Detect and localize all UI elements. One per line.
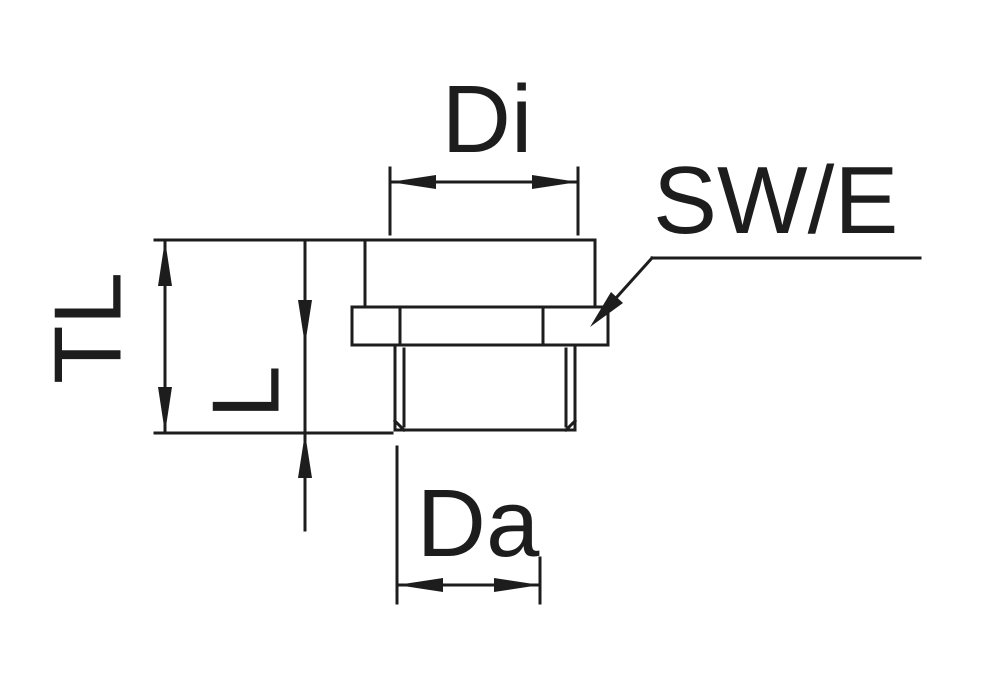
l-dimension: L <box>192 238 312 532</box>
l-arrowhead-bottom-icon <box>298 433 312 478</box>
hex-flange-rect <box>350 305 610 347</box>
l-arrowhead-top-icon <box>298 300 312 345</box>
fitting-outline <box>350 238 610 433</box>
tl-label: TL <box>34 272 141 384</box>
di-dimension: Di <box>388 66 580 236</box>
tl-arrowhead-bottom-icon <box>158 387 172 433</box>
l-label: L <box>192 365 299 418</box>
swe-label: SW/E <box>653 147 898 254</box>
swe-callout: SW/E <box>590 147 922 327</box>
swe-arrowhead-icon <box>590 292 623 327</box>
stem-chamfer-left-line <box>392 418 407 433</box>
stem-chamfer-right-line <box>563 418 578 433</box>
da-label: Da <box>417 470 540 577</box>
di-arrowhead-left-icon <box>390 175 436 189</box>
tl-dimension: TL <box>34 238 394 435</box>
da-arrowhead-right-icon <box>494 578 540 592</box>
di-arrowhead-right-icon <box>532 175 578 189</box>
da-dimension: Da <box>395 445 542 605</box>
upper-body-rect <box>363 238 597 309</box>
da-arrowhead-left-icon <box>397 578 443 592</box>
tl-arrowhead-top-icon <box>158 240 172 286</box>
di-label: Di <box>442 66 533 173</box>
threaded-stem-rect <box>393 343 577 432</box>
